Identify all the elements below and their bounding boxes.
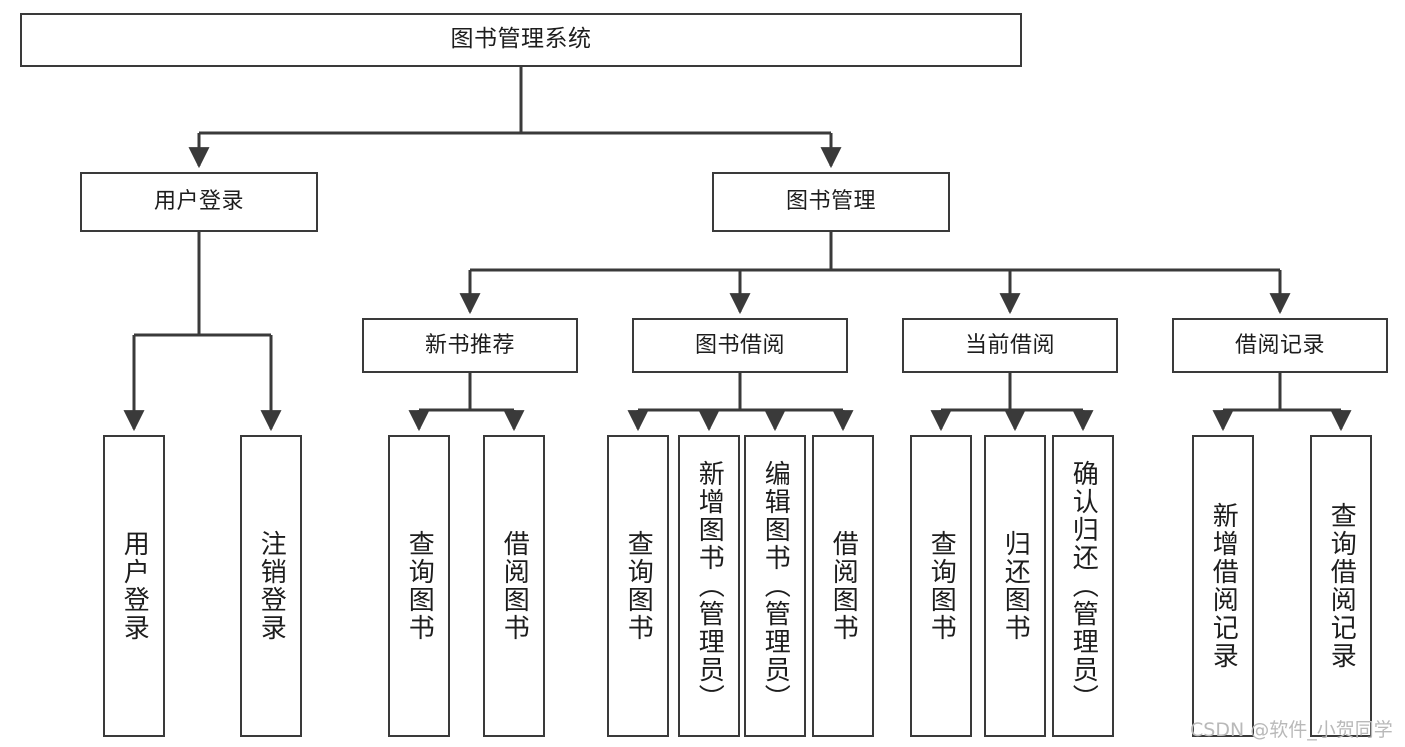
node-leaf-bor-borrow-book-label: 借阅图书 (828, 530, 859, 642)
node-leaf-bor-borrow-book[interactable]: 借阅图书 (812, 435, 874, 737)
node-new-book-recommend-label: 新书推荐 (424, 332, 515, 358)
node-book-borrow-label: 图书借阅 (694, 332, 785, 358)
node-leaf-cur-return-book-label: 归还图书 (1000, 530, 1031, 642)
node-leaf-bor-query-book[interactable]: 查询图书 (607, 435, 669, 737)
node-leaf-cur-confirm-return-label: 确认归还（管理员） (1068, 460, 1099, 712)
node-leaf-add-borrow-record[interactable]: 新增借阅记录 (1192, 435, 1254, 737)
node-new-book-recommend[interactable]: 新书推荐 (362, 318, 578, 373)
node-book-borrow[interactable]: 图书借阅 (632, 318, 848, 373)
node-leaf-add-borrow-record-label: 新增借阅记录 (1208, 502, 1239, 670)
node-borrow-record[interactable]: 借阅记录 (1172, 318, 1388, 373)
node-leaf-cur-confirm-return[interactable]: 确认归还（管理员） (1052, 435, 1114, 737)
node-book-management[interactable]: 图书管理 (712, 172, 950, 232)
watermark: CSDN @软件_小贺同学 (1190, 719, 1393, 741)
node-leaf-user-login[interactable]: 用户登录 (103, 435, 165, 737)
node-root[interactable]: 图书管理系统 (20, 13, 1022, 67)
node-root-label: 图书管理系统 (450, 26, 592, 53)
node-leaf-bor-query-book-label: 查询图书 (623, 530, 654, 642)
node-leaf-logout-login-label: 注销登录 (256, 530, 287, 642)
node-leaf-user-login-label: 用户登录 (119, 530, 150, 642)
node-leaf-query-borrow-record-label: 查询借阅记录 (1326, 502, 1357, 670)
node-leaf-logout-login[interactable]: 注销登录 (240, 435, 302, 737)
node-leaf-bor-edit-book-label: 编辑图书（管理员） (760, 460, 791, 712)
node-leaf-cur-query-book-label: 查询图书 (926, 530, 957, 642)
node-leaf-rec-query-book-label: 查询图书 (404, 530, 435, 642)
node-borrow-record-label: 借阅记录 (1234, 332, 1325, 358)
node-leaf-cur-query-book[interactable]: 查询图书 (910, 435, 972, 737)
node-leaf-bor-edit-book[interactable]: 编辑图书（管理员） (744, 435, 806, 737)
node-leaf-rec-borrow-book-label: 借阅图书 (499, 530, 530, 642)
node-leaf-bor-add-book[interactable]: 新增图书（管理员） (678, 435, 740, 737)
node-leaf-bor-add-book-label: 新增图书（管理员） (694, 460, 725, 712)
node-leaf-rec-borrow-book[interactable]: 借阅图书 (483, 435, 545, 737)
node-leaf-rec-query-book[interactable]: 查询图书 (388, 435, 450, 737)
node-current-borrow[interactable]: 当前借阅 (902, 318, 1118, 373)
node-user-login[interactable]: 用户登录 (80, 172, 318, 232)
node-leaf-query-borrow-record[interactable]: 查询借阅记录 (1310, 435, 1372, 737)
node-leaf-cur-return-book[interactable]: 归还图书 (984, 435, 1046, 737)
node-current-borrow-label: 当前借阅 (964, 332, 1055, 358)
node-user-login-label: 用户登录 (153, 189, 244, 215)
node-book-management-label: 图书管理 (785, 189, 876, 215)
